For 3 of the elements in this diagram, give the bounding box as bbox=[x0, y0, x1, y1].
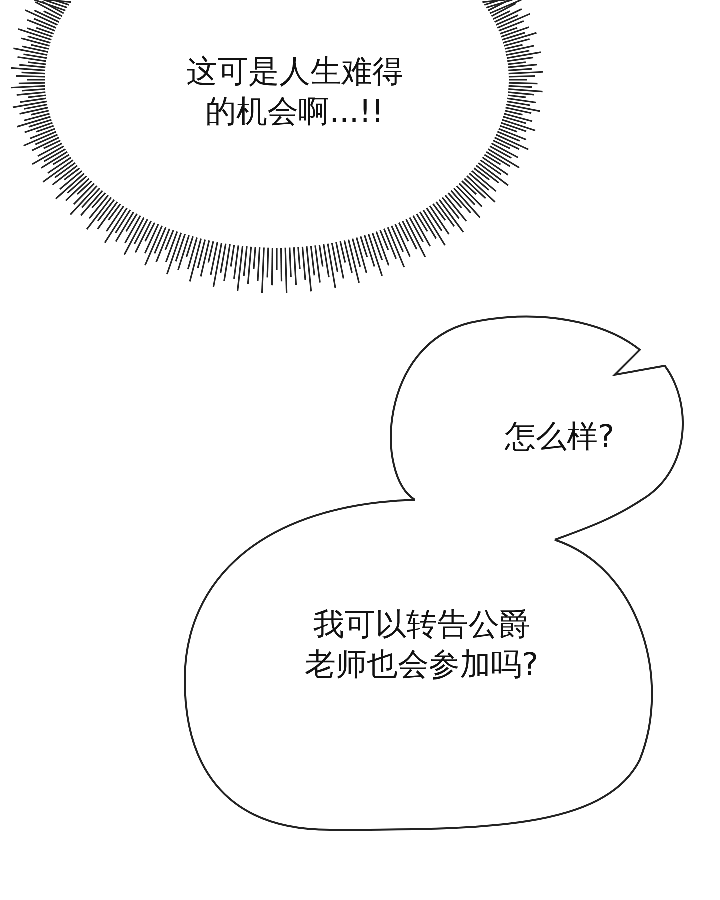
speech-text: 这可是人生难得的机会啊...!! bbox=[185, 53, 404, 132]
speech-text: 怎么样? bbox=[504, 418, 616, 457]
speech-text: 我可以转告公爵老师也会参加吗? bbox=[304, 606, 540, 685]
